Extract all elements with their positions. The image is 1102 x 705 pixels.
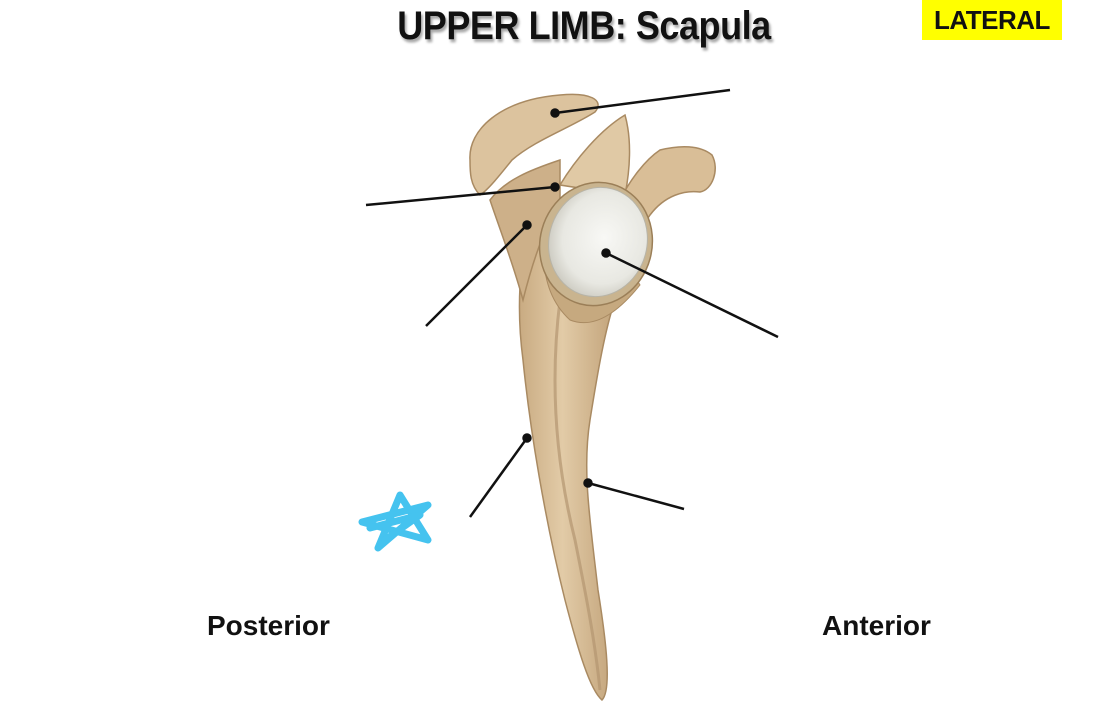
leader-lines	[365, 88, 779, 518]
anterior-label: Anterior	[822, 610, 931, 641]
leader-dot-glenoid	[601, 248, 611, 258]
star-scribble-icon	[358, 491, 432, 552]
spine-fin	[558, 113, 631, 196]
leader-line-acromion	[554, 88, 731, 115]
leader-dot-anterior-surface	[583, 478, 593, 488]
view-badge: LATERAL	[922, 0, 1062, 40]
scapula-ridge	[553, 299, 602, 691]
leader-line-glenoid	[605, 251, 779, 339]
leader-dot-neck	[522, 220, 532, 230]
leader-line-neck	[425, 224, 528, 327]
leader-line-spine	[365, 185, 556, 207]
leader-line-anterior-surface	[587, 481, 685, 511]
posterior-label: Posterior	[207, 610, 330, 641]
leader-dot-spine	[550, 182, 560, 192]
leader-dot-acromion	[550, 108, 560, 118]
leader-line-lateral-border	[468, 437, 529, 518]
page-title: UPPER LIMB: Scapula	[397, 4, 771, 48]
leader-dot-lateral-border	[522, 433, 532, 443]
glenoid-cavity	[548, 186, 648, 298]
